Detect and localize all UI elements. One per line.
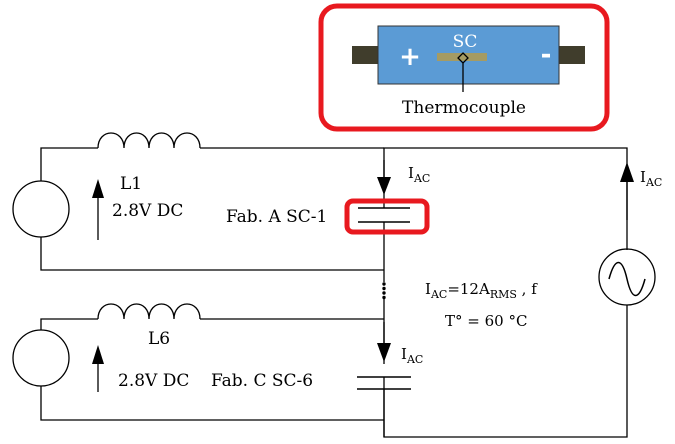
- current-arrow-top: [377, 160, 391, 195]
- sc-right-lead: [557, 46, 585, 64]
- current-arrow-lower: [377, 322, 391, 362]
- sc1-highlight-frame: [344, 198, 430, 235]
- thermocouple-label: Thermocouple: [402, 98, 526, 118]
- dc-source-1-arrow: [92, 179, 104, 240]
- inductor-l1-label: L1: [120, 174, 142, 194]
- branch-6: L6 2.8V DC Fab. C SC-6: [12, 303, 411, 437]
- current-label-right: IAC: [640, 168, 662, 189]
- temperature-condition: T° = 60 °C: [445, 312, 527, 330]
- dc-bias-6-label: 2.8V DC: [118, 371, 189, 391]
- current-label-top: IAC: [408, 164, 430, 185]
- sc-left-lead: [352, 46, 380, 64]
- dc-source-6-arrow: [92, 345, 104, 392]
- plus-terminal-sign: +: [399, 42, 421, 72]
- inductor-l6-label: L6: [148, 329, 170, 349]
- dc-source-1-icon: [12, 180, 70, 238]
- inset-highlight-frame: [318, 3, 610, 132]
- current-label-lower: IAC: [401, 345, 423, 366]
- thermocouple-inset: + - SC Thermocouple: [318, 3, 610, 132]
- minus-terminal-sign: -: [541, 40, 552, 70]
- ac-source-icon: [598, 248, 656, 306]
- current-arrow-right: [620, 162, 634, 220]
- inductor-l6-icon: [97, 303, 201, 320]
- ac-source: [598, 162, 656, 306]
- capacitor-sc1-label: Fab. A SC-1: [226, 207, 327, 227]
- ac-current-condition: IAC=12ARMS , f: [425, 280, 538, 301]
- dc-bias-1-label: 2.8V DC: [112, 201, 183, 221]
- capacitor-sc6-label: Fab. C SC-6: [211, 371, 313, 391]
- sine-wave-icon: [608, 261, 646, 297]
- branch-1: L1 2.8V DC Fab. A SC-1: [12, 132, 430, 271]
- thermocouple-strip: [437, 53, 487, 61]
- capacitor-sc1-icon: [358, 207, 410, 223]
- dc-source-6-icon: [12, 329, 70, 387]
- sc-label: SC: [453, 32, 478, 52]
- inductor-l1-icon: [97, 132, 201, 149]
- continuation-dots: [382, 282, 386, 300]
- supercapacitor-body: [377, 25, 560, 85]
